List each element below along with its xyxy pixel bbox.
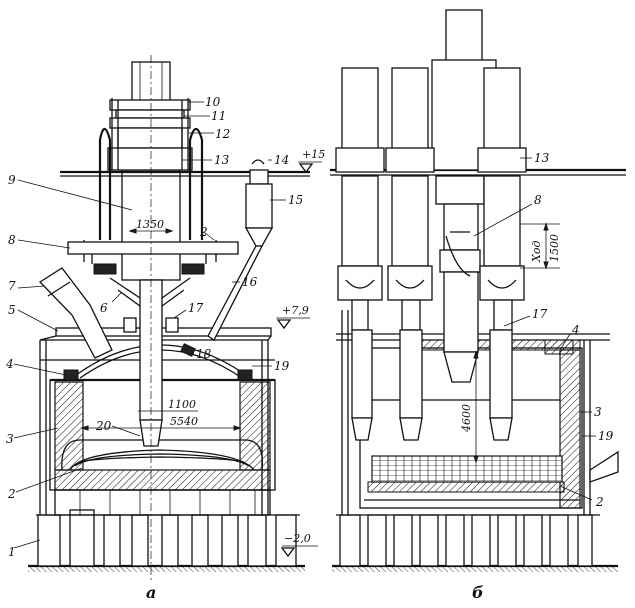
label-13: 13 [214,153,230,167]
level-minus-2-0: −2,0 [284,532,311,545]
label-19: 19 [274,359,290,373]
electrode-assembly-2 [385,67,435,441]
label-3: 3 [6,432,14,446]
label-12: 12 [215,127,230,141]
label-4: 4 [5,357,14,371]
label-16: 16 [242,275,258,289]
label-4-right: 4 [571,323,580,337]
label-17: 17 [188,301,204,315]
caption-a: а [146,583,156,602]
level-markers-left [276,161,322,558]
foundation-pillars-right [336,514,600,567]
label-11: 11 [211,109,226,123]
label-18: 18 [196,347,212,361]
label-8: 8 [8,233,16,247]
caption-b: б [472,583,484,602]
label-1: 1 [8,545,16,559]
label-8-right: 8 [534,193,542,207]
label-20: 20 [95,419,112,433]
foundation-pillars-left [36,509,300,567]
label-6: 6 [100,301,108,315]
dim-1100: 1100 [168,398,196,411]
label-19-right: 19 [598,429,614,443]
level-plus-7-9: +7,9 [282,304,309,317]
electrode-assembly-1 [335,67,385,441]
left-view: 1 2 3 4 5 6 7 8 9 10 11 12 13 14 15 16 1… [5,55,325,602]
label-9: 9 [8,173,16,187]
label-2-top: 2 [199,225,208,239]
label-17-right: 17 [532,307,548,321]
label-7: 7 [8,279,16,293]
top-mechanism [107,98,193,171]
level-plus-15: +15 [302,148,325,161]
label-5: 5 [8,303,16,317]
label-2-right: 2 [595,495,604,509]
label-14: 14 [274,153,289,167]
dim-stroke-label: Ход [530,241,543,263]
dim-5540: 5540 [170,415,198,428]
right-view: Ход 1500 4600 13 8 17 4 3 19 2 б [330,9,626,602]
dim-4600: 4600 [460,404,473,433]
electrode-assembly-4 [477,67,527,441]
label-3-right: 3 [594,405,602,419]
label-2: 2 [7,487,16,501]
dim-1500: 1500 [548,234,561,262]
label-10: 10 [205,95,221,109]
dim-1350: 1350 [136,218,164,231]
label-15: 15 [288,193,303,207]
label-13-right: 13 [534,151,550,165]
electrode-assembly-3-raised [435,175,485,383]
